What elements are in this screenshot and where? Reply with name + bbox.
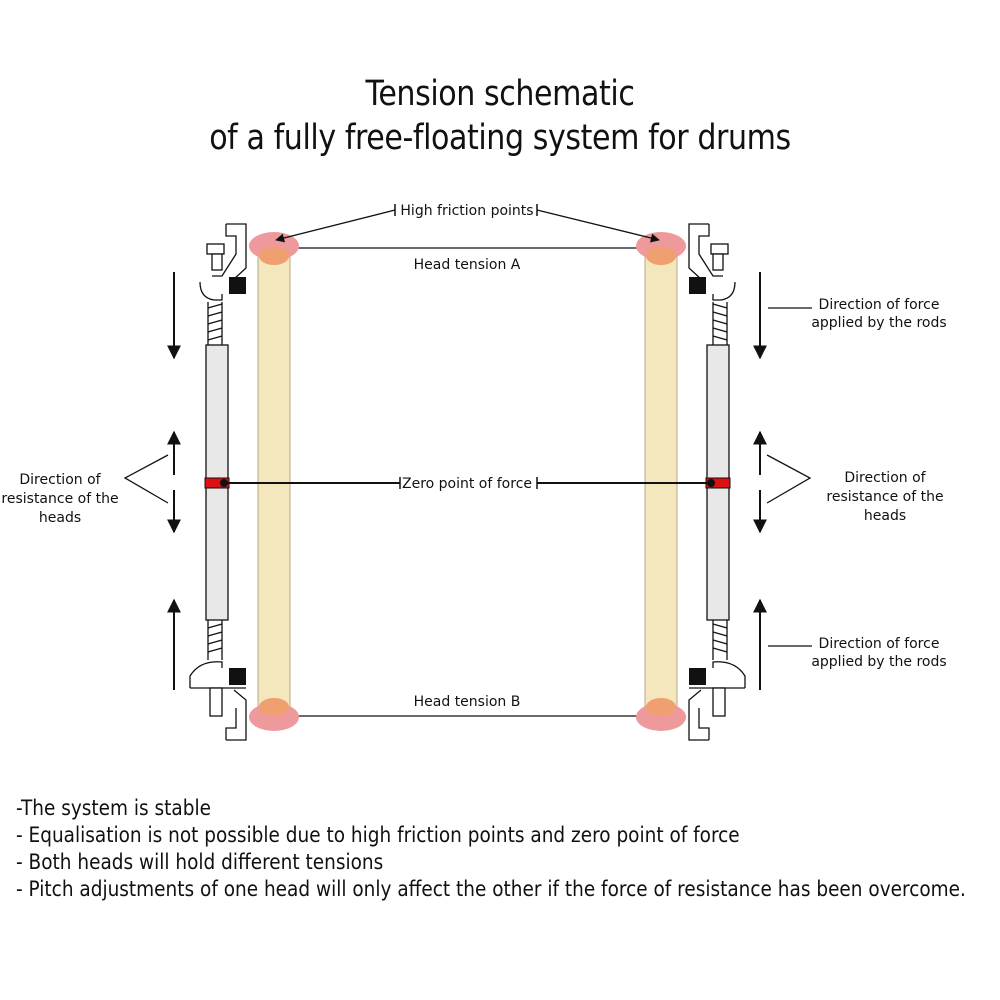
note-4: - Pitch adjustments of one head will onl… xyxy=(16,877,966,901)
label-resistance-left-3: heads xyxy=(39,510,81,526)
label-resistance-right-3: heads xyxy=(864,508,906,524)
friction-leader-left xyxy=(275,209,396,243)
title-line-1: Tension schematic xyxy=(365,74,635,114)
resistance-leader-left xyxy=(123,454,169,504)
label-force-bottom-2: applied by the rods xyxy=(811,654,946,670)
note-3: - Both heads will hold different tension… xyxy=(16,850,384,874)
label-resistance-left-2: resistance of the xyxy=(1,491,118,507)
label-zero-point: Zero point of force xyxy=(402,476,532,492)
label-head-tension-b: Head tension B xyxy=(414,694,521,710)
resistance-leader-right xyxy=(766,454,812,504)
notes-list: -The system is stable - Equalisation is … xyxy=(16,795,986,903)
friction-leader-right xyxy=(536,209,660,243)
label-force-bottom-1: Direction of force xyxy=(819,636,940,652)
note-2: - Equalisation is not possible due to hi… xyxy=(16,823,740,847)
label-resistance-left-1: Direction of xyxy=(19,472,101,488)
label-resistance-right-2: resistance of the xyxy=(826,489,943,505)
friction-point-bottom-left xyxy=(249,698,299,731)
label-resistance-right-1: Direction of xyxy=(844,470,926,486)
friction-point-bottom-right xyxy=(636,698,686,731)
label-force-top-1: Direction of force xyxy=(819,297,940,313)
label-high-friction: High friction points xyxy=(400,203,533,219)
friction-point-top-left xyxy=(249,232,299,265)
note-1: -The system is stable xyxy=(16,796,211,820)
label-force-top-2: applied by the rods xyxy=(811,315,946,331)
friction-point-top-right xyxy=(636,232,686,265)
label-head-tension-a: Head tension A xyxy=(414,257,521,273)
title-line-2: of a fully free-floating system for drum… xyxy=(209,118,791,158)
